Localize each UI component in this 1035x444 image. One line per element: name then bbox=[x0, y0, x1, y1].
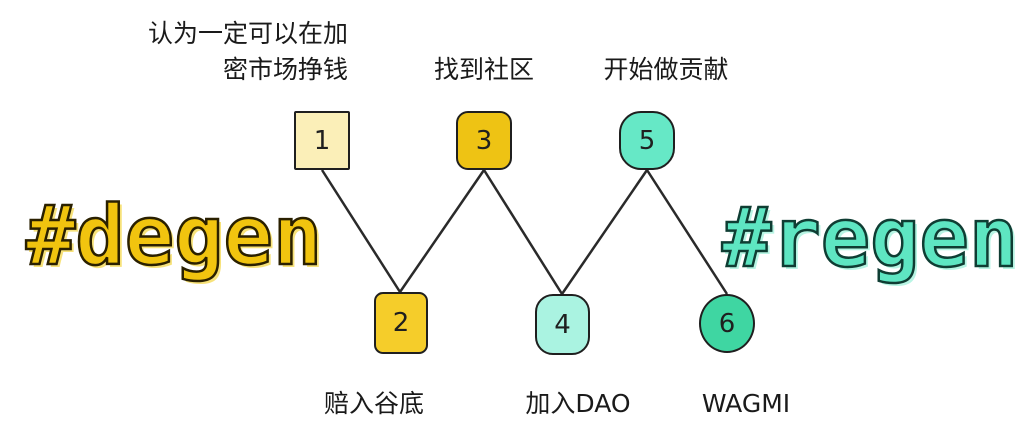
regen-hashtag: #regen bbox=[721, 191, 1020, 286]
step-4-node: 4 bbox=[535, 294, 590, 355]
step-2-label: 赔入谷底 bbox=[323, 389, 424, 418]
step-6-label: WAGMI bbox=[701, 389, 791, 418]
step-2-node: 2 bbox=[374, 292, 428, 354]
step-5-label: 开始做贡献 bbox=[603, 55, 729, 84]
connector-5-6 bbox=[645, 169, 729, 295]
step-4-label: 加入DAO bbox=[525, 389, 631, 418]
step-3-node: 3 bbox=[456, 111, 512, 170]
step-5-node: 5 bbox=[619, 111, 675, 170]
connector-4-5 bbox=[560, 169, 649, 295]
degen-hashtag: #degen bbox=[25, 189, 324, 284]
step-3-label: 找到社区 bbox=[433, 55, 534, 84]
connector-2-3 bbox=[398, 169, 486, 293]
step-1-node: 1 bbox=[294, 111, 350, 170]
step-1-label: 认为一定可以在加 密市场挣钱 bbox=[147, 19, 348, 84]
step-6-node: 6 bbox=[699, 294, 755, 353]
connector-1-2 bbox=[320, 169, 402, 293]
connector-3-4 bbox=[482, 169, 564, 295]
